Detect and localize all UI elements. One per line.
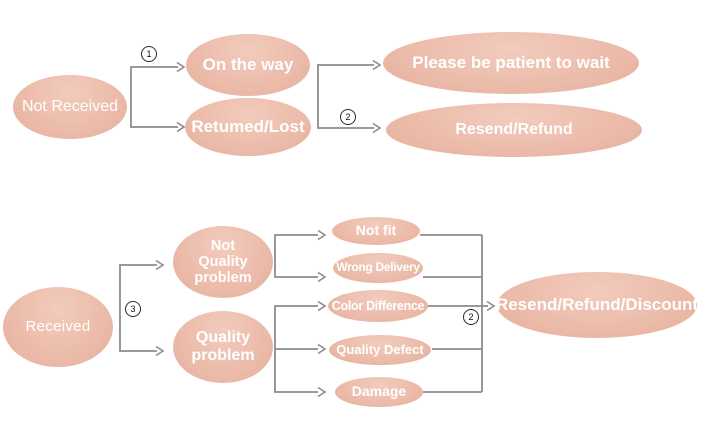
node-returned-lost: Retumed/Lost: [185, 98, 311, 156]
node-label: On the way: [202, 55, 294, 75]
badge-number: 3: [130, 304, 136, 314]
step-1-badge: 1: [141, 46, 157, 62]
node-label: Please be patient to wait: [412, 53, 610, 73]
node-not-fit: Not fit: [332, 217, 420, 245]
node-label: Quality Defect: [336, 341, 424, 357]
node-label: Resend/Refund/Discount: [495, 295, 699, 315]
node-label: Color Difference: [331, 299, 425, 313]
node-not-received: Not Received: [13, 75, 127, 139]
node-color-difference: Color Difference: [328, 290, 428, 322]
step-2-badge-bottom: 2: [463, 309, 479, 325]
bracket-received: [119, 259, 165, 357]
node-on-the-way: On the way: [186, 34, 310, 96]
node-not-quality-problem: Not Quality problem: [173, 226, 273, 298]
node-resend-refund-discount: Resend/Refund/Discount: [495, 272, 699, 338]
badge-number: 1: [146, 49, 152, 59]
bracket-quality: [274, 300, 327, 398]
node-label: Not Received: [21, 98, 119, 116]
node-label: Damage: [351, 383, 407, 400]
node-quality-defect: Quality Defect: [329, 335, 431, 365]
node-resend-refund: Resend/Refund: [386, 103, 642, 157]
node-label: Not Quality problem: [194, 237, 252, 287]
bracket-converge: [420, 234, 496, 393]
node-quality-problem: Quality problem: [173, 311, 273, 383]
node-label: Received: [25, 317, 91, 335]
node-label: Resend/Refund: [455, 121, 573, 139]
bracket-not-quality: [274, 229, 327, 283]
bracket-not-received: [130, 61, 186, 133]
node-please-be-patient: Please be patient to wait: [383, 32, 639, 94]
badge-number: 2: [345, 112, 351, 122]
node-label: Wrong Delivery: [336, 260, 420, 275]
bracket-top-right: [317, 59, 382, 134]
node-label: Retumed/Lost: [191, 117, 305, 137]
node-wrong-delivery: Wrong Delivery: [333, 253, 423, 283]
step-2-badge-top: 2: [340, 109, 356, 125]
node-label: Quality problem: [191, 329, 255, 364]
node-label: Not fit: [355, 222, 397, 239]
node-damage: Damage: [335, 377, 423, 407]
badge-number: 2: [468, 312, 474, 322]
step-3-badge: 3: [125, 301, 141, 317]
node-received: Received: [3, 287, 113, 367]
